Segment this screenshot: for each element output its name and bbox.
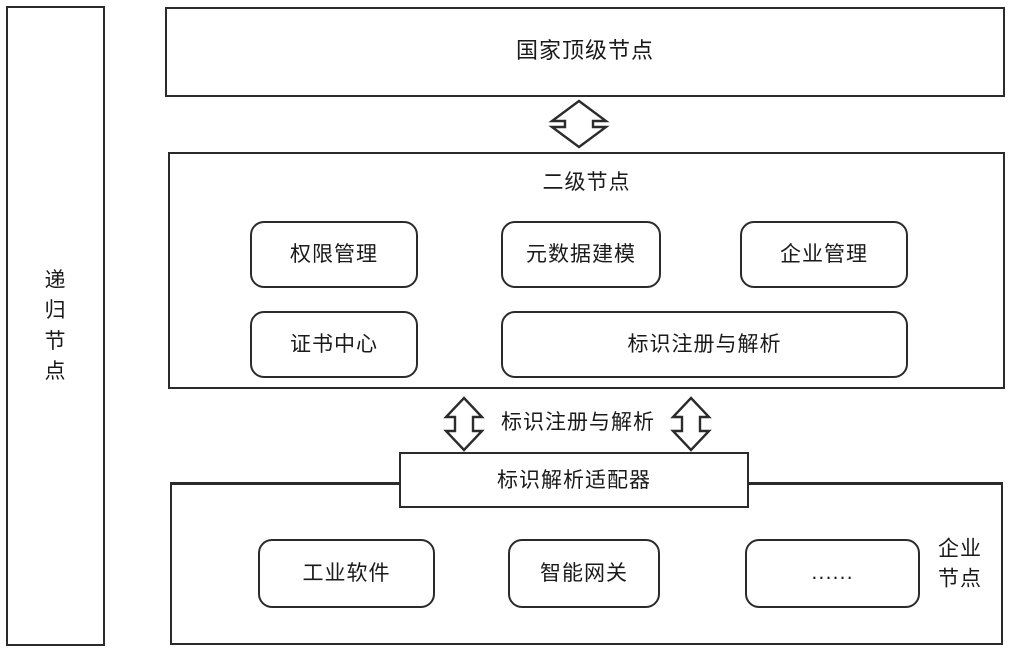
identifier-resolution-adapter-box[interactable]: 标识解析适配器 <box>399 452 749 508</box>
recursive-node-label-char-3: 节 <box>44 329 67 353</box>
double-arrow-vertical-icon-right <box>670 396 712 452</box>
enterprise-component-label: ...... <box>811 561 854 584</box>
capability-permission-management[interactable]: 权限管理 <box>250 221 418 288</box>
recursive-node-container: 递 归 节 点 <box>6 6 105 646</box>
enterprise-component-industrial-software[interactable]: 工业软件 <box>258 539 435 608</box>
capability-label: 企业管理 <box>780 242 868 267</box>
connector-label-identifier-registration-resolution: 标识注册与解析 <box>487 406 669 436</box>
adapter-label: 标识解析适配器 <box>497 467 651 492</box>
national-top-node-box: 国家顶级节点 <box>165 7 1005 97</box>
enterprise-node-label-line-2: 节点 <box>938 567 982 591</box>
recursive-node-label-char-1: 递 <box>44 268 67 293</box>
enterprise-node-label: 企业 节点 <box>931 534 989 595</box>
capability-label: 标识注册与解析 <box>627 332 782 357</box>
capability-identifier-registration-resolution[interactable]: 标识注册与解析 <box>501 311 908 378</box>
second-level-node-title: 二级节点 <box>542 170 631 194</box>
recursive-node-label-char-4: 点 <box>44 359 67 384</box>
enterprise-component-label: 工业软件 <box>302 561 391 586</box>
capability-label: 证书中心 <box>290 332 378 357</box>
enterprise-node-label-line-1: 企业 <box>938 536 982 561</box>
capability-metadata-modeling[interactable]: 元数据建模 <box>501 221 661 288</box>
national-top-node-label: 国家顶级节点 <box>515 39 654 65</box>
adapter-connector-left <box>170 482 402 484</box>
capability-enterprise-management[interactable]: 企业管理 <box>740 221 908 288</box>
enterprise-component-label: 智能网关 <box>540 561 628 586</box>
double-arrow-vertical-icon-left <box>443 396 485 452</box>
enterprise-component-smart-gateway[interactable]: 智能网关 <box>508 539 660 608</box>
enterprise-component-more[interactable]: ...... <box>745 539 920 608</box>
capability-certificate-center[interactable]: 证书中心 <box>250 311 418 378</box>
recursive-node-label-char-2: 归 <box>44 298 67 323</box>
capability-label: 权限管理 <box>290 242 378 267</box>
adapter-connector-right <box>746 482 1003 484</box>
double-arrow-vertical-icon-top <box>548 99 610 149</box>
capability-label: 元数据建模 <box>526 242 636 267</box>
recursive-node-label: 递 归 节 点 <box>8 265 103 387</box>
